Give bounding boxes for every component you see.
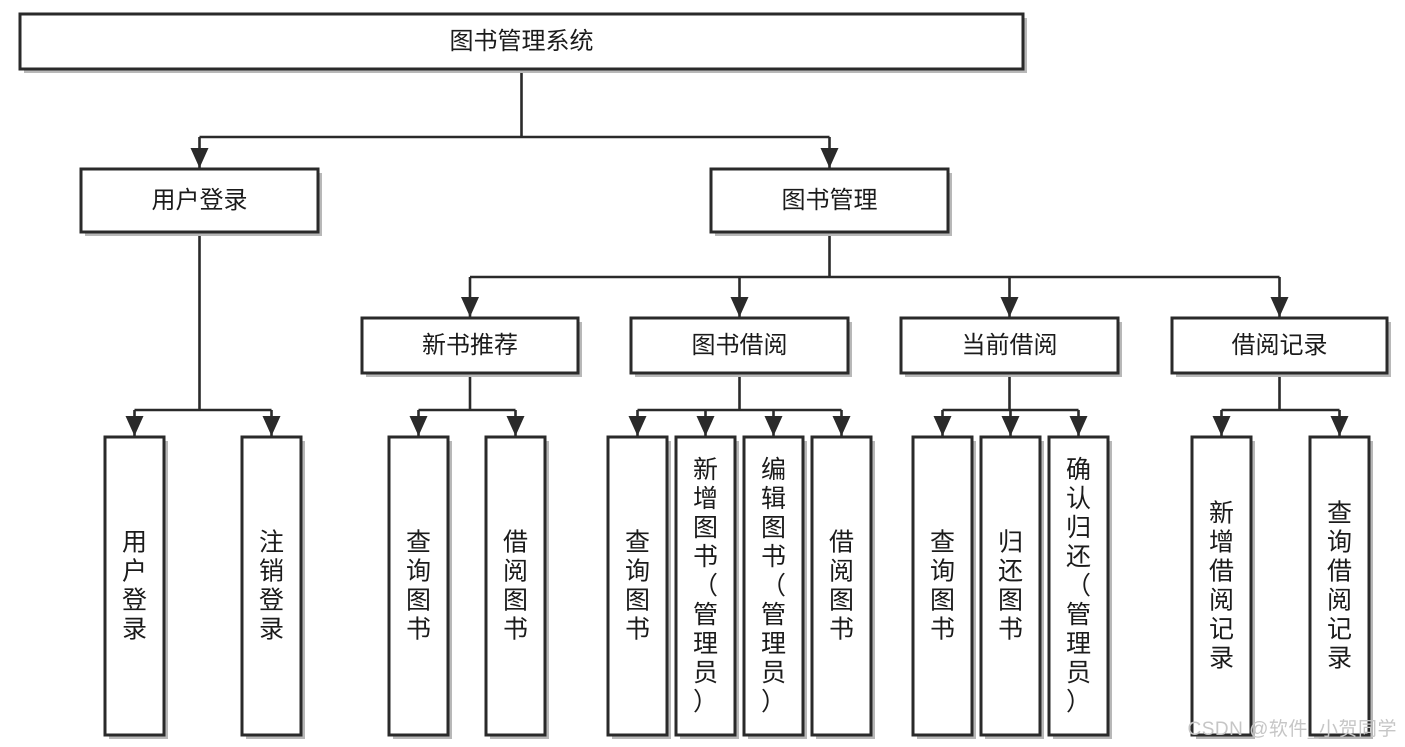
- node-label: 用户登录: [152, 187, 248, 214]
- node-label: 新增图书（管理员）: [693, 456, 718, 716]
- node-rect[interactable]: [810, 435, 873, 737]
- node-rect[interactable]: [979, 435, 1042, 737]
- arrow-head-icon: [628, 416, 647, 436]
- node-rect[interactable]: [911, 435, 974, 737]
- node-leaf-edit-book[interactable]: 编辑图书（管理员）: [742, 435, 807, 739]
- watermark-text: CSDN @软件_小贺同学: [1187, 719, 1397, 740]
- node-book-management[interactable]: 图书管理: [709, 167, 952, 236]
- arrow-head-icon: [506, 416, 525, 436]
- arrow-head-icon: [1069, 416, 1088, 436]
- arrow-head-icon: [262, 416, 281, 436]
- arrow-head-icon: [1212, 416, 1231, 436]
- node-leaf-return-book[interactable]: 归还图书: [979, 435, 1044, 739]
- node-root[interactable]: 图书管理系统: [18, 12, 1027, 73]
- arrow-head-icon: [933, 416, 952, 436]
- node-leaf-query-book-rec[interactable]: 查询图书: [387, 435, 452, 739]
- node-rect[interactable]: [1190, 435, 1253, 737]
- node-label: 归还图书: [998, 529, 1023, 644]
- node-label: 查询图书: [406, 529, 431, 644]
- node-rect[interactable]: [79, 167, 320, 234]
- node-leaf-add-borrow-record[interactable]: 新增借阅记录: [1190, 435, 1255, 739]
- node-rect[interactable]: [742, 435, 805, 737]
- arrow-head-icon: [730, 297, 749, 317]
- arrow-head-icon: [409, 416, 428, 436]
- node-rect[interactable]: [103, 435, 166, 737]
- arrow-head-icon: [1000, 297, 1019, 317]
- node-leaf-add-book[interactable]: 新增图书（管理员）: [674, 435, 739, 739]
- node-borrow-records[interactable]: 借阅记录: [1170, 316, 1391, 377]
- node-label: 新书推荐: [422, 332, 518, 359]
- node-label: 查询图书: [625, 529, 650, 644]
- node-label: 查询图书: [930, 529, 955, 644]
- node-rect[interactable]: [1047, 435, 1110, 737]
- node-leaf-query-borrow-record[interactable]: 查询借阅记录: [1308, 435, 1373, 739]
- node-label: 借阅图书: [503, 529, 528, 644]
- node-label: 图书借阅: [692, 332, 788, 359]
- node-rect[interactable]: [484, 435, 547, 737]
- node-leaf-confirm-return[interactable]: 确认归还（管理员）: [1047, 435, 1112, 739]
- node-leaf-user-login[interactable]: 用户登录: [103, 435, 168, 739]
- node-label: 新增借阅记录: [1209, 500, 1234, 673]
- node-leaf-query-book-current[interactable]: 查询图书: [911, 435, 976, 739]
- node-rect[interactable]: [606, 435, 669, 737]
- node-leaf-query-book-borrow[interactable]: 查询图书: [606, 435, 671, 739]
- node-label: 借阅记录: [1232, 332, 1328, 359]
- connectors-layer: [125, 69, 1349, 436]
- arrow-head-icon: [1270, 297, 1289, 317]
- node-label: 编辑图书（管理员）: [761, 456, 786, 716]
- node-leaf-logout-login[interactable]: 注销登录: [240, 435, 305, 739]
- node-rect[interactable]: [899, 316, 1120, 375]
- node-label: 注销登录: [259, 529, 284, 644]
- node-rect[interactable]: [1308, 435, 1371, 737]
- node-rect[interactable]: [387, 435, 450, 737]
- node-rect[interactable]: [629, 316, 850, 375]
- nodes-layer: 图书管理系统用户登录图书管理新书推荐图书借阅当前借阅借阅记录用户登录注销登录查询…: [18, 12, 1391, 739]
- arrow-head-icon: [1001, 416, 1020, 436]
- node-rect[interactable]: [18, 12, 1025, 71]
- node-new-book-recommend[interactable]: 新书推荐: [360, 316, 582, 377]
- arrow-head-icon: [820, 148, 839, 168]
- arrow-head-icon: [125, 416, 144, 436]
- node-rect[interactable]: [1170, 316, 1389, 375]
- node-label: 借阅图书: [829, 529, 854, 644]
- arrow-head-icon: [832, 416, 851, 436]
- node-rect[interactable]: [709, 167, 950, 234]
- arrow-head-icon: [764, 416, 783, 436]
- node-rect[interactable]: [360, 316, 580, 375]
- node-leaf-borrow-book-rec[interactable]: 借阅图书: [484, 435, 549, 739]
- node-label: 用户登录: [122, 529, 147, 644]
- node-label: 当前借阅: [962, 332, 1058, 359]
- arrow-head-icon: [1330, 416, 1349, 436]
- node-rect[interactable]: [240, 435, 303, 737]
- node-leaf-borrow-book[interactable]: 借阅图书: [810, 435, 875, 739]
- arrow-head-icon: [696, 416, 715, 436]
- node-label: 图书管理: [782, 187, 878, 214]
- node-label: 图书管理系统: [450, 28, 594, 55]
- node-user-login[interactable]: 用户登录: [79, 167, 322, 236]
- node-current-borrow[interactable]: 当前借阅: [899, 316, 1122, 377]
- node-book-borrow[interactable]: 图书借阅: [629, 316, 852, 377]
- arrow-head-icon: [461, 297, 479, 317]
- arrow-head-icon: [190, 148, 209, 168]
- node-rect[interactable]: [674, 435, 737, 737]
- node-label: 确认归还（管理员）: [1066, 456, 1091, 716]
- node-label: 查询借阅记录: [1327, 500, 1352, 673]
